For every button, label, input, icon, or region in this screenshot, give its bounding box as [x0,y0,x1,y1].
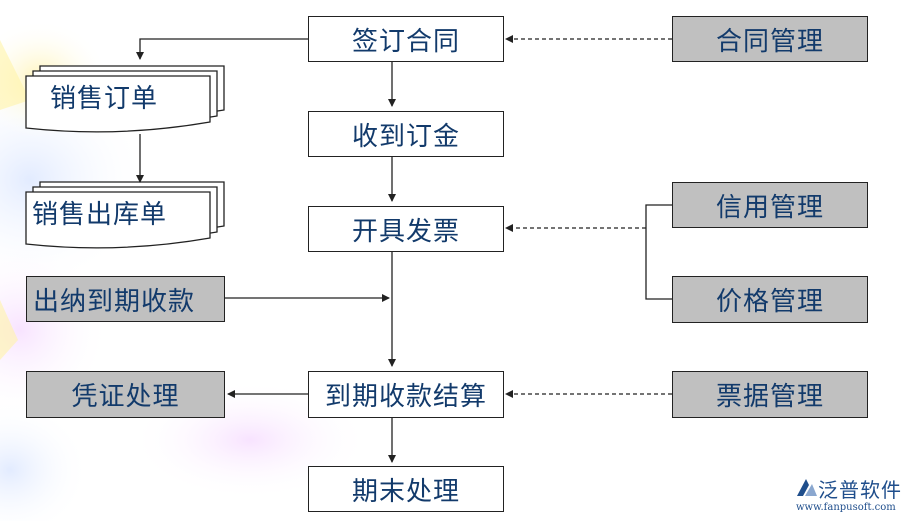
logo-name: 泛普软件 [818,478,902,502]
node-voucher-processing: 凭证处理 [26,371,225,418]
node-receive-deposit: 收到订金 [308,111,504,157]
node-cashier-due-collection: 出纳到期收款 [26,276,225,322]
logo-mark-icon [797,479,817,496]
node-period-end: 期末处理 [308,466,504,512]
node-issue-invoice: 开具发票 [308,206,504,252]
label-sales-delivery: 销售出库单 [32,200,168,230]
sales-delivery-document-shape [25,181,225,249]
node-contract-management: 合同管理 [672,16,868,62]
brand-logo: 泛普软件 www.fanpusoft.com [794,474,916,516]
label-sales-order: 销售订单 [50,84,159,114]
logo-url: www.fanpusoft.com [796,502,896,513]
node-credit-management: 信用管理 [672,182,868,228]
connector-contract-to-order [136,38,308,60]
node-bill-management: 票据管理 [672,371,868,418]
node-due-settlement: 到期收款结算 [308,371,504,418]
sales-order-document-shape [25,65,225,133]
node-price-management: 价格管理 [672,276,868,323]
connector-credit-price-bracket [645,204,672,300]
node-sign-contract: 签订合同 [308,16,504,62]
